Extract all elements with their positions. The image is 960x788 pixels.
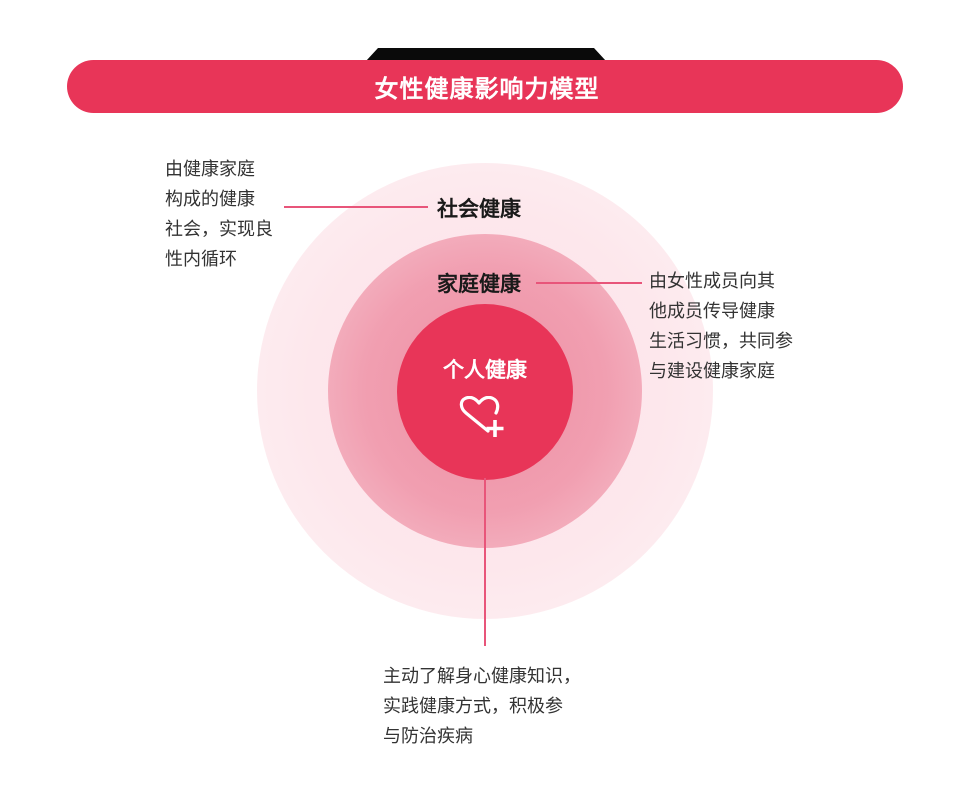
description-line: 与防治疾病	[383, 726, 473, 747]
family-health-description: 由女性成员向其 他成员传导健康 生活习惯，共同参 与建设健康家庭	[649, 267, 793, 387]
personal-health-label: 个人健康	[443, 358, 527, 382]
title-tab-notch	[366, 48, 606, 61]
family-health-label: 家庭健康	[437, 272, 521, 296]
description-line: 构成的健康	[165, 189, 255, 210]
page-title: 女性健康影响力模型	[374, 75, 600, 103]
description-line: 由女性成员向其	[649, 271, 775, 292]
personal-health-description: 主动了解身心健康知识， 实践健康方式，积极参 与防治疾病	[383, 662, 581, 752]
description-line: 由健康家庭	[165, 159, 255, 180]
description-line: 社会，实现良	[165, 219, 273, 240]
society-connector-line	[284, 206, 428, 208]
society-health-description: 由健康家庭 构成的健康 社会，实现良 性内循环	[165, 155, 273, 275]
heart-plus-icon	[459, 396, 504, 437]
description-line: 他成员传导健康	[649, 301, 775, 322]
personal-connector-line	[484, 478, 486, 646]
description-line: 生活习惯，共同参	[649, 331, 793, 352]
personal-health-circle	[397, 304, 573, 480]
description-line: 性内循环	[165, 249, 237, 270]
family-connector-line	[536, 282, 642, 284]
society-health-label: 社会健康	[437, 197, 521, 221]
description-line: 主动了解身心健康知识，	[383, 666, 581, 687]
title-banner: 女性健康影响力模型	[67, 60, 903, 113]
description-line: 与建设健康家庭	[649, 361, 775, 382]
description-line: 实践健康方式，积极参	[383, 696, 563, 717]
